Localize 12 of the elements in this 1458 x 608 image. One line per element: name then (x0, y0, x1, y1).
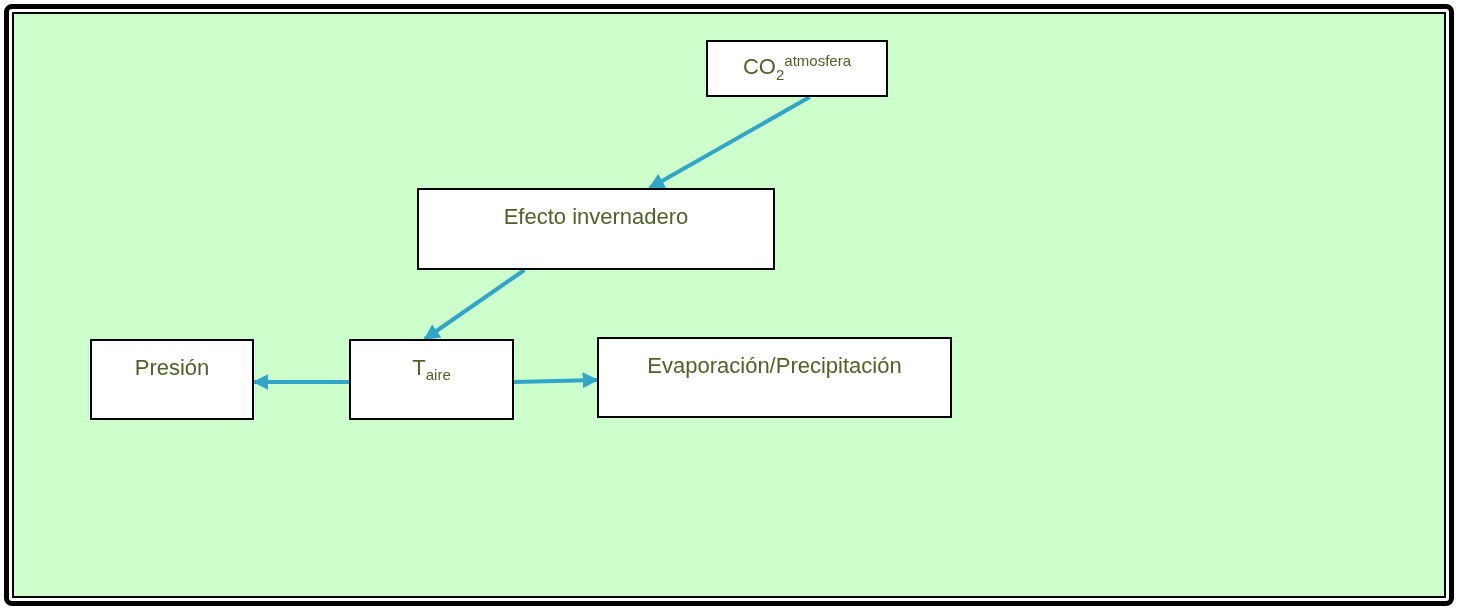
process-box (597, 337, 952, 418)
arrow (423, 268, 526, 341)
box-label: Efecto invernadero (503, 204, 689, 230)
box-label: T$_{aire}$ (412, 355, 451, 384)
process-box (90, 339, 254, 420)
box-label: Evaporación/Precipitación (647, 353, 902, 379)
process-box (349, 339, 514, 420)
arrow (648, 95, 811, 190)
process-box (706, 40, 888, 97)
box-label: Presión (134, 355, 210, 381)
arrow (513, 372, 599, 389)
process-box (417, 188, 775, 270)
